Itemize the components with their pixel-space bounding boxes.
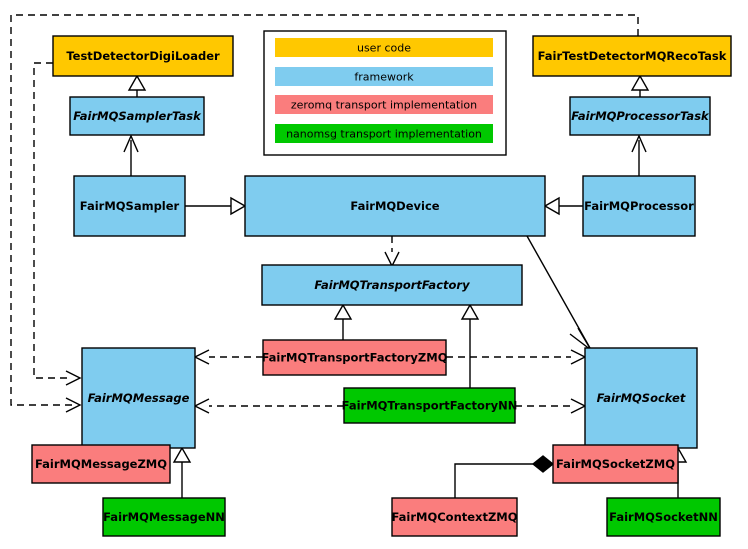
class-box-FairMQProcessorTask[interactable] xyxy=(569,96,711,136)
class-node-FairMQContextZMQ[interactable]: FairMQContextZMQ xyxy=(391,497,518,537)
class-label-FairMQSampler: FairMQSampler xyxy=(80,199,180,213)
legend-swatch-nanomsg xyxy=(275,124,493,143)
legend-swatch-user-code xyxy=(275,38,493,57)
arrowhead-sampler-to-device xyxy=(230,196,247,216)
class-node-FairMQTransportFactory[interactable]: FairMQTransportFactory xyxy=(261,264,523,306)
class-box-FairTestDetectorMQRecoTask[interactable] xyxy=(532,35,732,77)
arrowhead-tfzmq-to-message xyxy=(193,349,210,365)
class-node-layer: TestDetectorDigiLoader FairTestDetectorMQ… xyxy=(31,35,732,537)
arrowhead-sampler-to-samplertask xyxy=(123,134,139,153)
class-label-FairMQTransportFactory: FairMQTransportFactory xyxy=(314,278,470,292)
class-box-FairMQTransportFactoryZMQ[interactable] xyxy=(262,339,447,376)
class-box-FairMQMessageZMQ[interactable] xyxy=(31,444,171,484)
class-label-FairMQSocketZMQ: FairMQSocketZMQ xyxy=(556,457,675,471)
class-label-FairMQProcessorTask: FairMQProcessorTask xyxy=(571,109,710,123)
arrowhead-tfnn-to-message xyxy=(193,398,210,414)
arrowhead-device-to-socket xyxy=(569,327,592,351)
legend: user code framework zeromq transport imp… xyxy=(263,30,507,156)
class-node-FairMQTransportFactoryZMQ[interactable]: FairMQTransportFactoryZMQ xyxy=(261,339,448,376)
class-node-FairMQProcessor[interactable]: FairMQProcessor xyxy=(582,175,696,237)
arrowhead-processor-to-device xyxy=(543,196,560,216)
class-box-TestDetectorDigiLoader[interactable] xyxy=(52,35,234,77)
class-label-FairTestDetectorMQRecoTask: FairTestDetectorMQRecoTask xyxy=(538,49,727,63)
class-label-FairMQSocket: FairMQSocket xyxy=(597,391,686,405)
class-node-FairMQTransportFactoryNN[interactable]: FairMQTransportFactoryNN xyxy=(342,387,518,424)
arrowhead-device-to-transportfactory xyxy=(384,251,400,268)
class-box-FairMQSamplerTask[interactable] xyxy=(69,96,205,136)
class-label-FairMQMessage: FairMQMessage xyxy=(88,391,190,405)
class-box-FairMQSocketZMQ[interactable] xyxy=(552,444,679,484)
class-node-FairMQProcessorTask[interactable]: FairMQProcessorTask xyxy=(569,96,711,136)
class-box-FairMQMessage[interactable] xyxy=(81,347,196,449)
class-box-FairMQSocketNN[interactable] xyxy=(606,497,721,537)
class-box-FairMQSocket[interactable] xyxy=(584,347,698,449)
arrowhead-recotask-to-message xyxy=(65,397,82,413)
class-box-FairMQMessageNN[interactable] xyxy=(102,497,226,537)
legend-swatch-framework xyxy=(275,67,493,86)
class-node-FairMQMessageZMQ[interactable]: FairMQMessageZMQ xyxy=(31,444,171,484)
edge-recotask-to-message xyxy=(10,14,639,406)
class-label-TestDetectorDigiLoader: TestDetectorDigiLoader xyxy=(66,49,220,63)
class-node-TestDetectorDigiLoader[interactable]: TestDetectorDigiLoader xyxy=(52,35,234,77)
edge-digiloader-to-message xyxy=(33,62,72,379)
class-label-FairMQSamplerTask: FairMQSamplerTask xyxy=(73,109,202,123)
class-box-FairMQSampler[interactable] xyxy=(73,175,186,237)
class-box-FairMQDevice[interactable] xyxy=(244,175,546,237)
class-node-FairMQSocketNN[interactable]: FairMQSocketNN xyxy=(606,497,721,537)
class-node-FairMQSocket[interactable]: FairMQSocket xyxy=(584,347,698,449)
class-node-FairMQSamplerTask[interactable]: FairMQSamplerTask xyxy=(69,96,205,136)
class-node-FairMQMessageNN[interactable]: FairMQMessageNN xyxy=(102,497,226,537)
edge-socketzmq-to-contextzmq xyxy=(454,463,533,498)
legend-label-nanomsg: nanomsg transport implementation xyxy=(286,128,482,141)
class-node-FairTestDetectorMQRecoTask[interactable]: FairTestDetectorMQRecoTask xyxy=(532,35,732,77)
legend-swatch-zeromq xyxy=(275,95,493,114)
class-label-FairMQTransportFactoryNN: FairMQTransportFactoryNN xyxy=(342,399,518,413)
legend-label-user-code: user code xyxy=(357,42,411,55)
diamond-socketzmq-composition xyxy=(531,455,555,473)
arrowhead-tfnn-to-transportfactory xyxy=(460,303,480,320)
arrowhead-processortask-to-recotask xyxy=(630,74,650,91)
class-node-FairMQSampler[interactable]: FairMQSampler xyxy=(73,175,186,237)
class-box-FairMQTransportFactoryNN[interactable] xyxy=(343,387,516,424)
class-node-FairMQMessage[interactable]: FairMQMessage xyxy=(81,347,196,449)
arrowhead-digiloader-to-message xyxy=(65,370,82,386)
class-node-FairMQDevice[interactable]: FairMQDevice xyxy=(244,175,546,237)
legend-label-framework: framework xyxy=(354,71,414,84)
class-label-FairMQContextZMQ: FairMQContextZMQ xyxy=(391,510,517,524)
class-label-FairMQProcessor: FairMQProcessor xyxy=(584,199,694,213)
class-label-FairMQTransportFactoryZMQ: FairMQTransportFactoryZMQ xyxy=(261,351,447,365)
arrowhead-messagenn-to-message xyxy=(172,446,192,463)
class-node-FairMQSocketZMQ[interactable]: FairMQSocketZMQ xyxy=(552,444,679,484)
class-box-FairMQTransportFactory[interactable] xyxy=(261,264,523,306)
arrowhead-tfnn-to-socket xyxy=(570,398,587,414)
arrowhead-samplertask-to-digiloader xyxy=(127,74,147,91)
legend-label-zeromq: zeromq transport implementation xyxy=(291,99,477,112)
class-label-FairMQMessageZMQ: FairMQMessageZMQ xyxy=(35,457,167,471)
arrowhead-tfzmq-to-socket xyxy=(570,349,587,365)
class-label-FairMQDevice: FairMQDevice xyxy=(350,199,439,213)
class-label-FairMQSocketNN: FairMQSocketNN xyxy=(609,510,718,524)
class-box-FairMQContextZMQ[interactable] xyxy=(391,497,518,537)
class-box-FairMQProcessor[interactable] xyxy=(582,175,696,237)
arrowhead-tfzmq-to-transportfactory xyxy=(333,303,353,320)
arrowhead-processor-to-processortask xyxy=(631,134,647,153)
class-label-FairMQMessageNN: FairMQMessageNN xyxy=(103,510,225,524)
